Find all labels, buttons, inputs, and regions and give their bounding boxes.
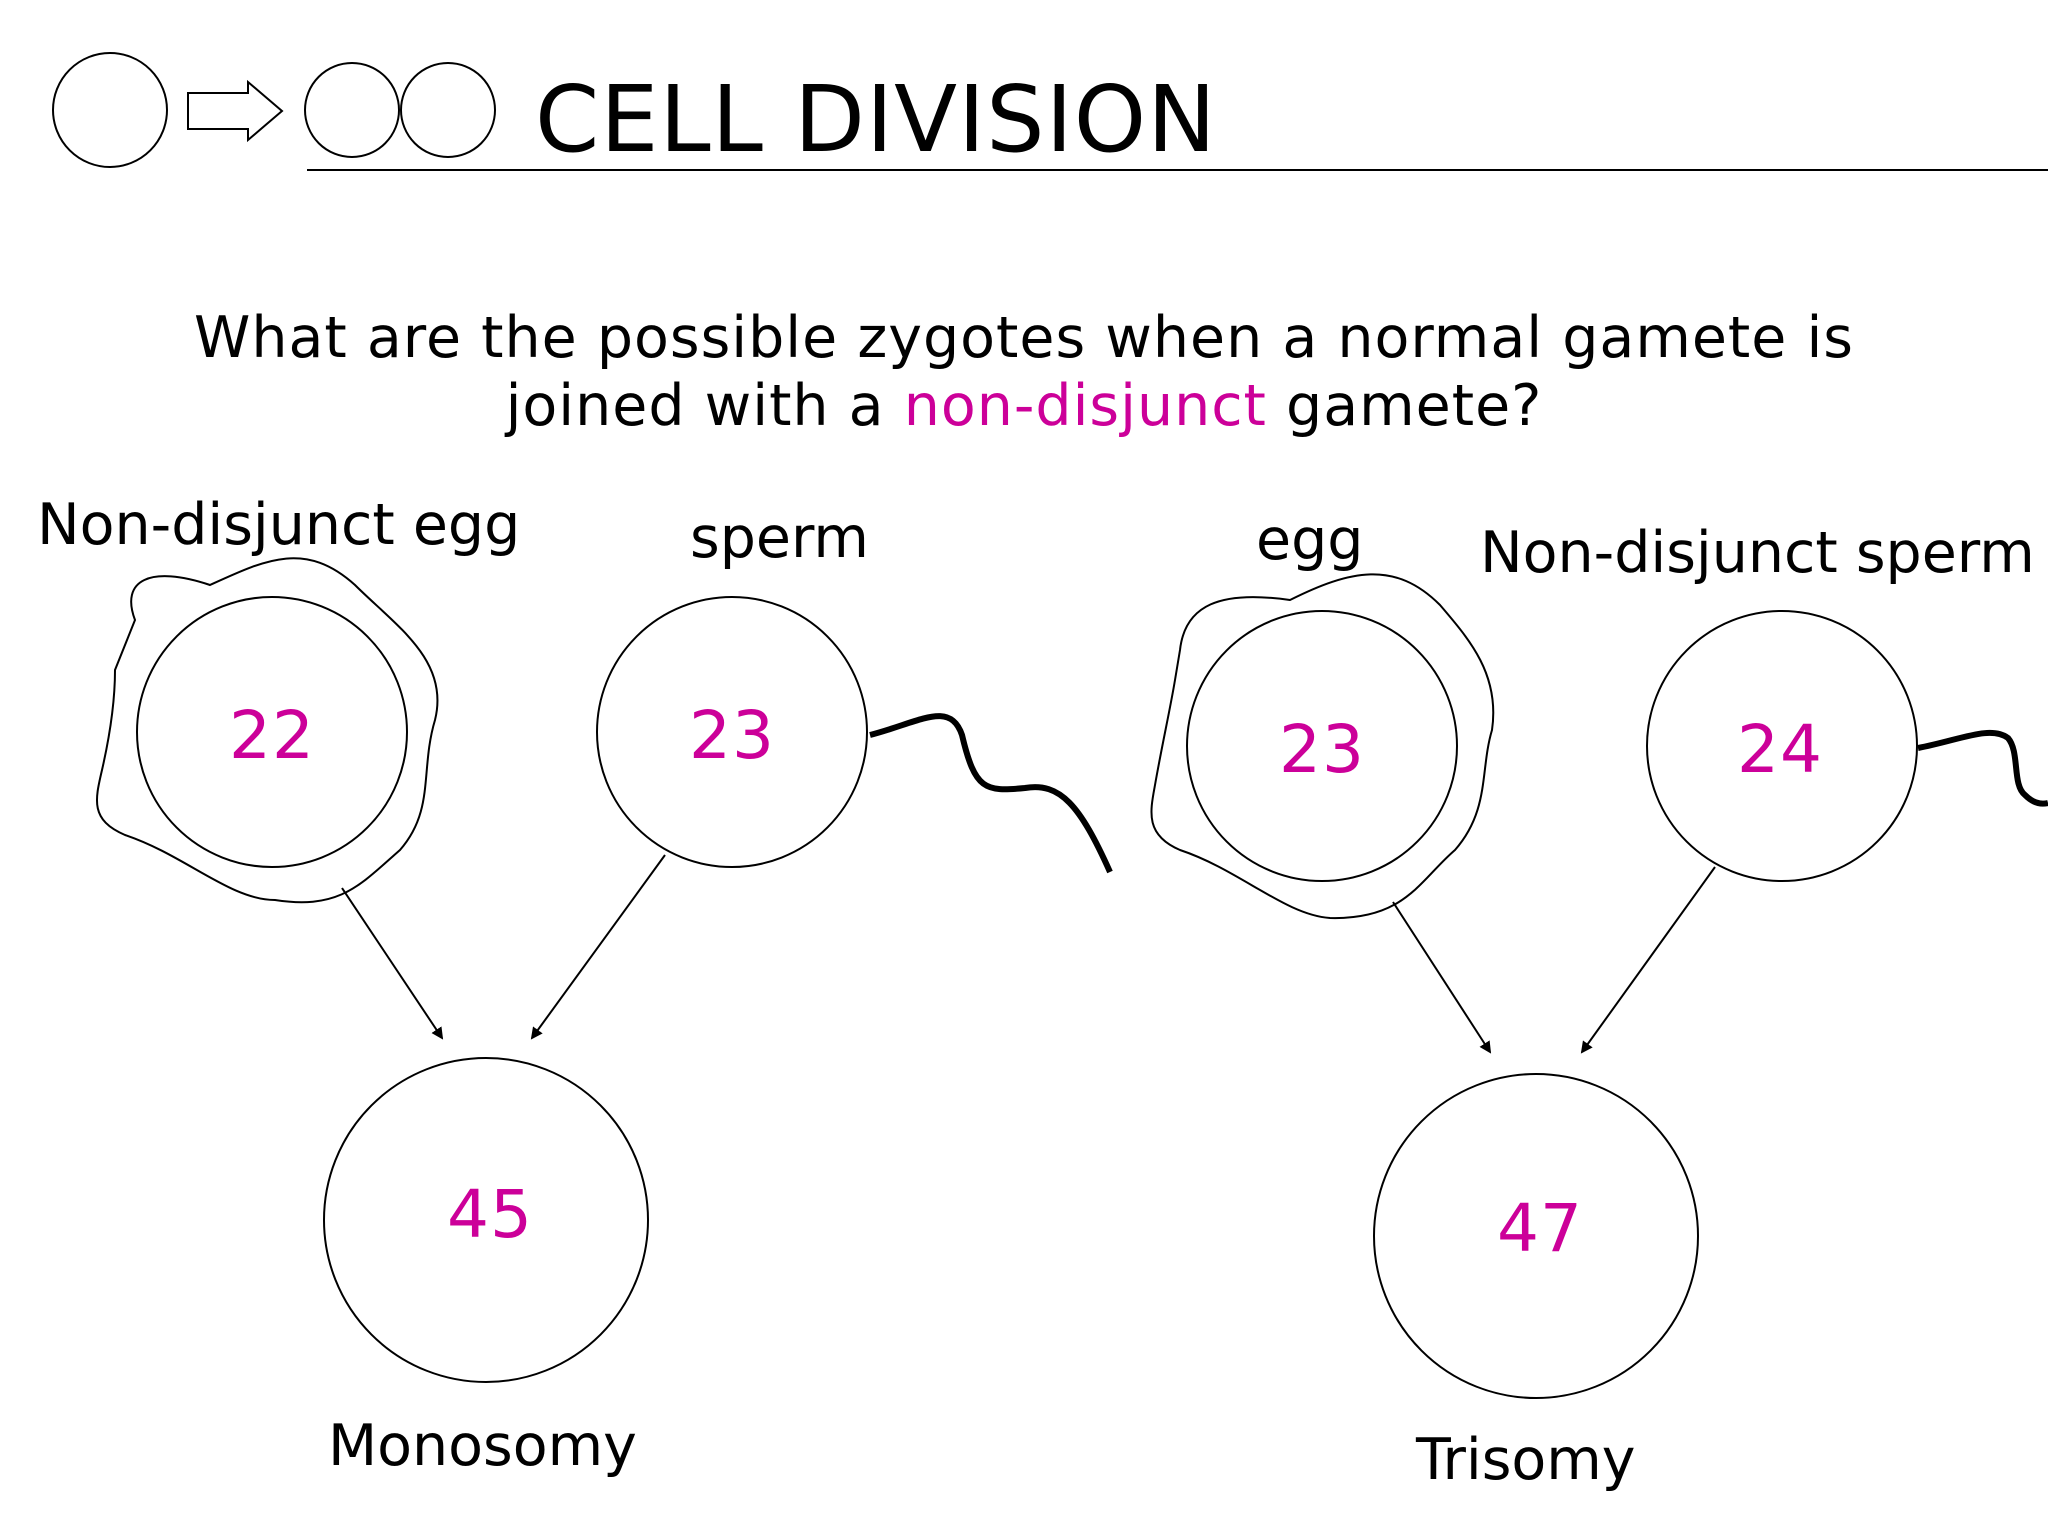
sperm-to-zygote-arrow bbox=[1580, 866, 1716, 1054]
cell-icon bbox=[52, 52, 168, 168]
sperm-label: sperm bbox=[690, 505, 869, 571]
sperm-chromosome-count: 24 bbox=[1737, 711, 1823, 788]
question-line-2: joined with a non-disjunct gamete? bbox=[505, 373, 1543, 439]
arrow-right-icon bbox=[187, 79, 284, 143]
cell-division-logo bbox=[52, 52, 496, 168]
page-title: CELL DIVISION bbox=[535, 66, 1217, 173]
sperm-tail bbox=[1917, 729, 2048, 807]
question-text: What are the possible zygotes when a nor… bbox=[0, 304, 2048, 440]
egg-membrane bbox=[1150, 573, 1495, 920]
egg-membrane bbox=[95, 557, 439, 904]
sperm-chromosome-count: 23 bbox=[689, 697, 775, 774]
egg-label: Non-disjunct egg bbox=[37, 492, 521, 558]
sperm-to-zygote-arrow bbox=[530, 854, 666, 1040]
zygote-cell bbox=[323, 1057, 649, 1383]
question-line-1: What are the possible zygotes when a nor… bbox=[194, 305, 1854, 371]
egg-to-zygote-arrow bbox=[341, 887, 444, 1040]
zygote-cell bbox=[1373, 1073, 1699, 1399]
zygote-chromosome-count: 45 bbox=[447, 1176, 533, 1253]
highlight-term: non-disjunct bbox=[903, 373, 1267, 439]
egg-to-zygote-arrow bbox=[1392, 901, 1492, 1054]
result-label: Trisomy bbox=[1416, 1427, 1636, 1493]
result-label: Monosomy bbox=[328, 1413, 637, 1479]
sperm-cell bbox=[596, 596, 868, 868]
sperm-cell bbox=[1646, 610, 1918, 882]
left-scenario bbox=[95, 557, 1113, 1383]
egg-cell bbox=[1186, 610, 1458, 882]
egg-chromosome-count: 23 bbox=[1279, 711, 1365, 788]
right-scenario bbox=[1150, 573, 2048, 1399]
zygote-chromosome-count: 47 bbox=[1497, 1190, 1583, 1267]
egg-chromosome-count: 22 bbox=[229, 697, 315, 774]
sperm-tail bbox=[869, 713, 1113, 874]
two-cells-icon bbox=[304, 62, 496, 158]
egg-label: egg bbox=[1256, 507, 1364, 573]
sperm-label: Non-disjunct sperm bbox=[1480, 520, 2035, 586]
egg-cell bbox=[136, 596, 408, 868]
